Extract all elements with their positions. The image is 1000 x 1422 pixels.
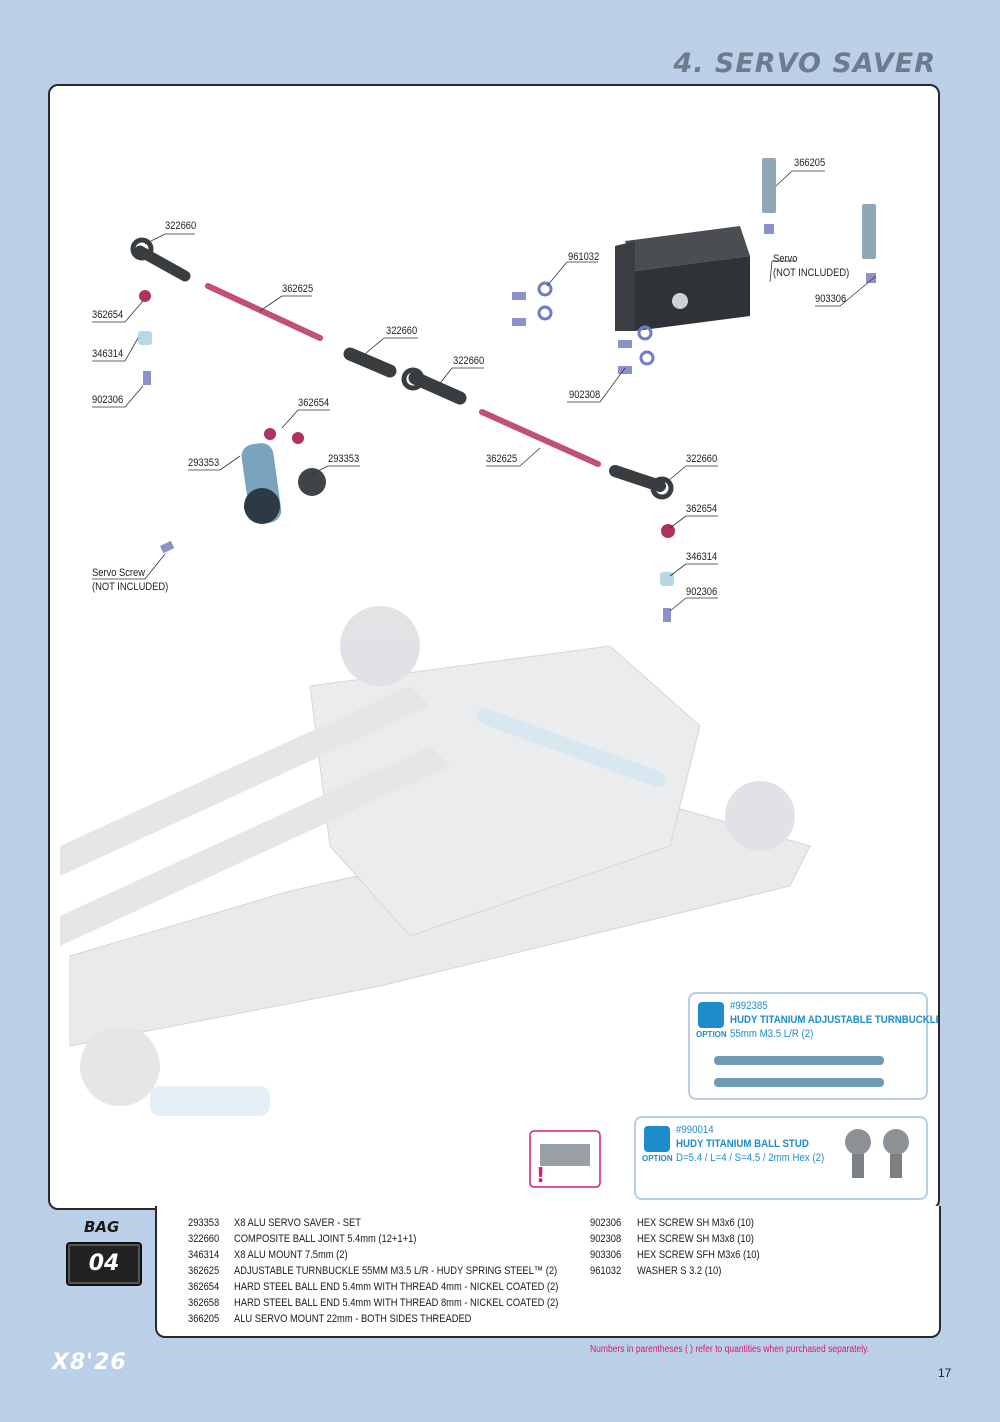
callout-362625-a: 362625 <box>282 283 314 295</box>
part-code: 362654 <box>188 1281 220 1293</box>
alu-mount-1 <box>138 331 152 345</box>
ball-end-3 <box>292 432 304 444</box>
part-desc: ADJUSTABLE TURNBUCKLE 55MM M3.5 L/R - HU… <box>234 1265 558 1277</box>
callout-902306-a: 902306 <box>92 394 124 406</box>
part-desc: X8 ALU MOUNT 7.5mm (2) <box>234 1249 348 1261</box>
callout-servo-screw: Servo Screw <box>92 567 146 579</box>
callout-322660-a: 322660 <box>165 220 197 232</box>
parts-legend <box>155 1206 941 1338</box>
ball-end-4 <box>661 524 675 538</box>
callout-322660-c: 322660 <box>453 355 485 367</box>
callout-961032: 961032 <box>568 251 600 263</box>
turnbuckle-1 <box>205 283 323 341</box>
page-title: 4. SERVO SAVER <box>673 48 936 79</box>
servo-illustration <box>615 226 750 331</box>
part-code: 346314 <box>188 1249 220 1261</box>
part-code: 293353 <box>188 1217 220 1229</box>
callout-servo-not-included: (NOT INCLUDED) <box>773 267 850 279</box>
option-detail: D=5.4 / L=4 / S=4.5 / 2mm Hex (2) <box>676 1152 825 1164</box>
callout-293353-b: 293353 <box>328 453 360 465</box>
callout-366205: 366205 <box>794 157 826 169</box>
part-desc: WASHER S 3.2 (10) <box>637 1265 722 1277</box>
callout-346314-a: 346314 <box>92 348 124 360</box>
callout-362654-a: 362654 <box>92 309 124 321</box>
option-code: #992385 <box>730 1000 768 1012</box>
thumbs-up-icon <box>698 1002 724 1028</box>
screw-903306-2 <box>866 273 876 283</box>
option-code: #990014 <box>676 1124 714 1136</box>
part-code: 902308 <box>590 1233 622 1245</box>
callout-322660-d: 322660 <box>686 453 718 465</box>
titanium-turnbuckle-illustration <box>714 1056 884 1087</box>
part-code: 322660 <box>188 1233 220 1245</box>
option-detail: 55mm M3.5 L/R (2) <box>730 1028 814 1040</box>
callout-362654-c: 362654 <box>686 503 718 515</box>
callout-903306: 903306 <box>815 293 847 305</box>
screw-903306-1 <box>764 224 774 234</box>
callout-362625-b: 362625 <box>486 453 518 465</box>
part-desc: HARD STEEL BALL END 5.4mm WITH THREAD 8m… <box>234 1297 559 1309</box>
callout-293353-a: 293353 <box>188 457 220 469</box>
callout-servo-screw-not-included: (NOT INCLUDED) <box>92 581 169 593</box>
washer-screw-set <box>537 281 655 366</box>
part-code: 362625 <box>188 1265 220 1277</box>
part-desc: COMPOSITE BALL JOINT 5.4mm (12+1+1) <box>234 1233 417 1245</box>
option-badge: OPTION <box>696 1030 727 1039</box>
part-code: 902306 <box>590 1217 622 1229</box>
part-desc: HARD STEEL BALL END 5.4mm WITH THREAD 4m… <box>234 1281 559 1293</box>
part-code: 362658 <box>188 1297 220 1309</box>
option-badge: OPTION <box>642 1154 673 1163</box>
option-turnbuckle-box: OPTION #992385 HUDY TITANIUM ADJUSTABLE … <box>688 992 938 1100</box>
option-ball-stud-box: OPTION #990014 HUDY TITANIUM BALL STUD D… <box>634 1116 928 1200</box>
part-desc: HEX SCREW SH M3x8 (10) <box>637 1233 754 1245</box>
part-desc: HEX SCREW SFH M3x6 (10) <box>637 1249 760 1261</box>
ball-end-2 <box>264 428 276 440</box>
part-code: 903306 <box>590 1249 622 1261</box>
ball-joint-2 <box>343 347 397 378</box>
callout-902308: 902308 <box>569 389 601 401</box>
alu-servo-mount-2 <box>862 204 876 259</box>
servo-saver-illustration <box>241 443 326 524</box>
screw-902306-2 <box>663 608 671 622</box>
chassis-illustration <box>60 606 811 1116</box>
part-desc: HEX SCREW SH M3x6 (10) <box>637 1217 754 1229</box>
ball-end-1 <box>139 290 151 302</box>
assembly-diagram-frame: ! 366205 322660 961032 Servo (NOT INCLUD… <box>48 84 940 1210</box>
turnbuckle-2 <box>479 409 601 467</box>
part-desc: X8 ALU SERVO SAVER - SET <box>234 1217 361 1229</box>
exploded-view-illustration: ! <box>60 158 877 1188</box>
page-number: 17 <box>938 1366 952 1380</box>
callout-322660-b: 322660 <box>386 325 418 337</box>
bag-number: 04 <box>66 1242 142 1286</box>
callout-902306-b: 902306 <box>686 586 718 598</box>
option-name: HUDY TITANIUM BALL STUD <box>676 1138 809 1150</box>
option-name: HUDY TITANIUM ADJUSTABLE TURNBUCKLE <box>730 1014 940 1026</box>
callout-346314-b: 346314 <box>686 551 718 563</box>
callout-servo: Servo <box>773 253 798 265</box>
servo-screw <box>159 540 175 554</box>
callout-362654-b: 362654 <box>298 397 330 409</box>
alu-servo-mount-1 <box>762 158 776 213</box>
part-desc: ALU SERVO MOUNT 22mm - BOTH SIDES THREAD… <box>234 1313 472 1325</box>
ball-stud-illustration <box>845 1129 909 1178</box>
bag-label: BAG <box>84 1218 120 1236</box>
part-code: 961032 <box>590 1265 622 1277</box>
brand-logo: X8'26 <box>52 1350 127 1375</box>
thumbs-up-icon <box>644 1126 670 1152</box>
part-code: 366205 <box>188 1313 220 1325</box>
screw-902306-1 <box>143 371 151 385</box>
svg-text:!: ! <box>536 1163 545 1187</box>
quantity-note: Numbers in parentheses ( ) refer to quan… <box>590 1344 870 1355</box>
